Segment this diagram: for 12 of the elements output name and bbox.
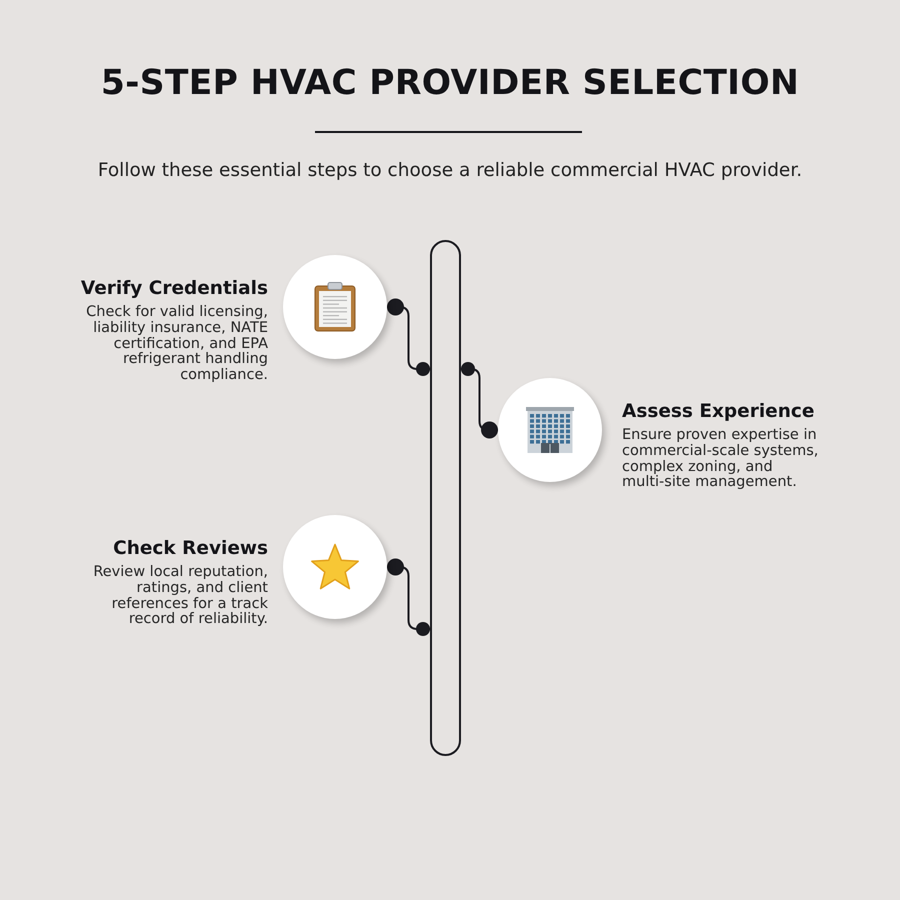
step-heading: Check Reviews	[113, 538, 268, 560]
connector-line	[461, 362, 498, 438]
timeline-track	[430, 240, 461, 756]
connector-line	[387, 298, 430, 376]
step-description: Ensure proven expertise in commercial-scale systems, complex zoning, and multi-site management.	[622, 428, 820, 492]
title: 5-STEP HVAC PROVIDER SELECTION	[100, 63, 800, 103]
step-heading: Verify Credentials	[80, 278, 268, 300]
step-description: Review local reputation, ratings, and client references for a track record of reliability.	[92, 565, 268, 628]
connector-line	[387, 558, 430, 636]
step-heading: Assess Experience	[622, 401, 814, 423]
subtitle: Follow these essential steps to choose a reliable commercial HVAC provider.	[98, 159, 802, 183]
step-description: Check for valid licensing, liability insurance, NATE certification, and EPA refrigerant handling compliance.	[85, 305, 268, 384]
